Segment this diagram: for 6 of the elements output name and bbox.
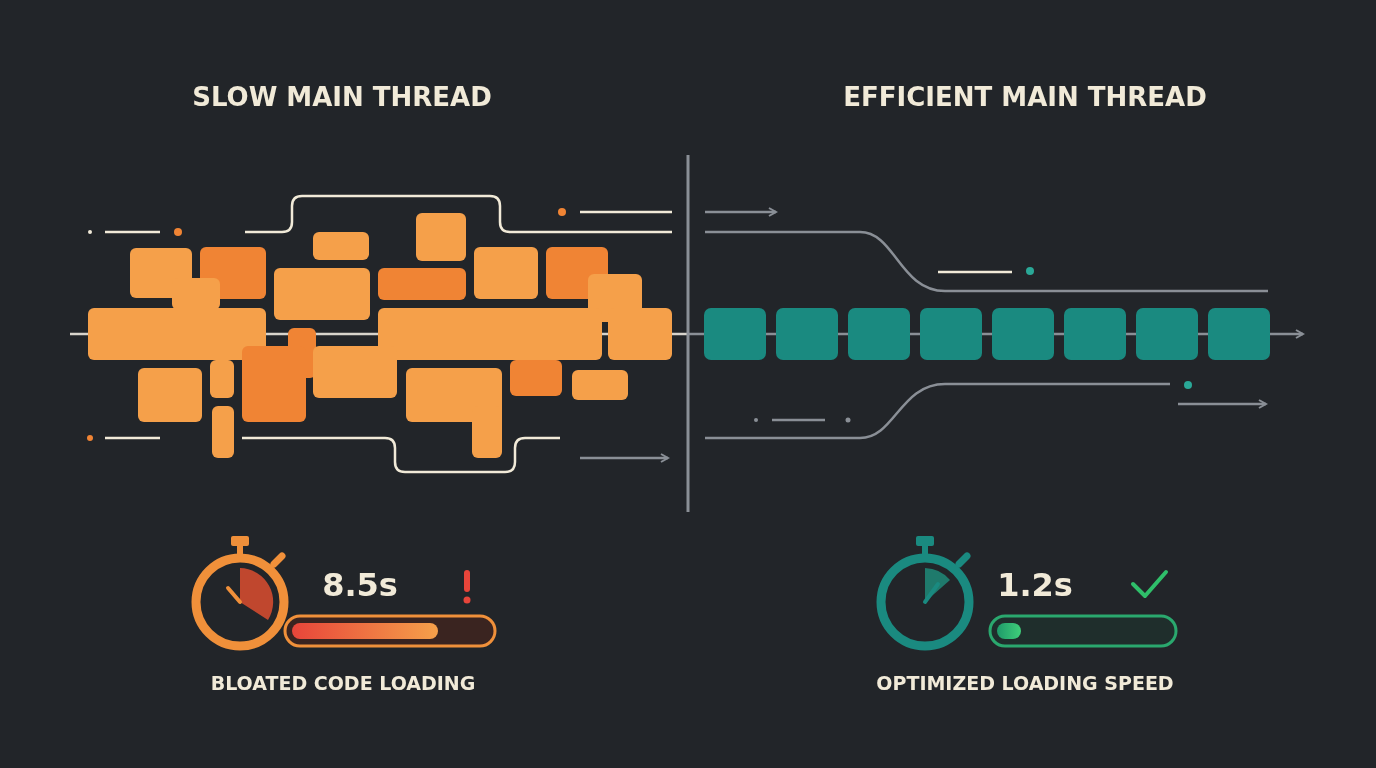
caption: OPTIMIZED LOADING SPEED	[876, 672, 1174, 694]
time-value: 1.2s	[997, 566, 1073, 604]
time-value: 8.5s	[322, 566, 398, 604]
section-title: EFFICIENT MAIN THREAD	[843, 82, 1207, 112]
caption: BLOATED CODE LOADING	[210, 672, 476, 694]
section-title: SLOW MAIN THREAD	[192, 82, 492, 112]
